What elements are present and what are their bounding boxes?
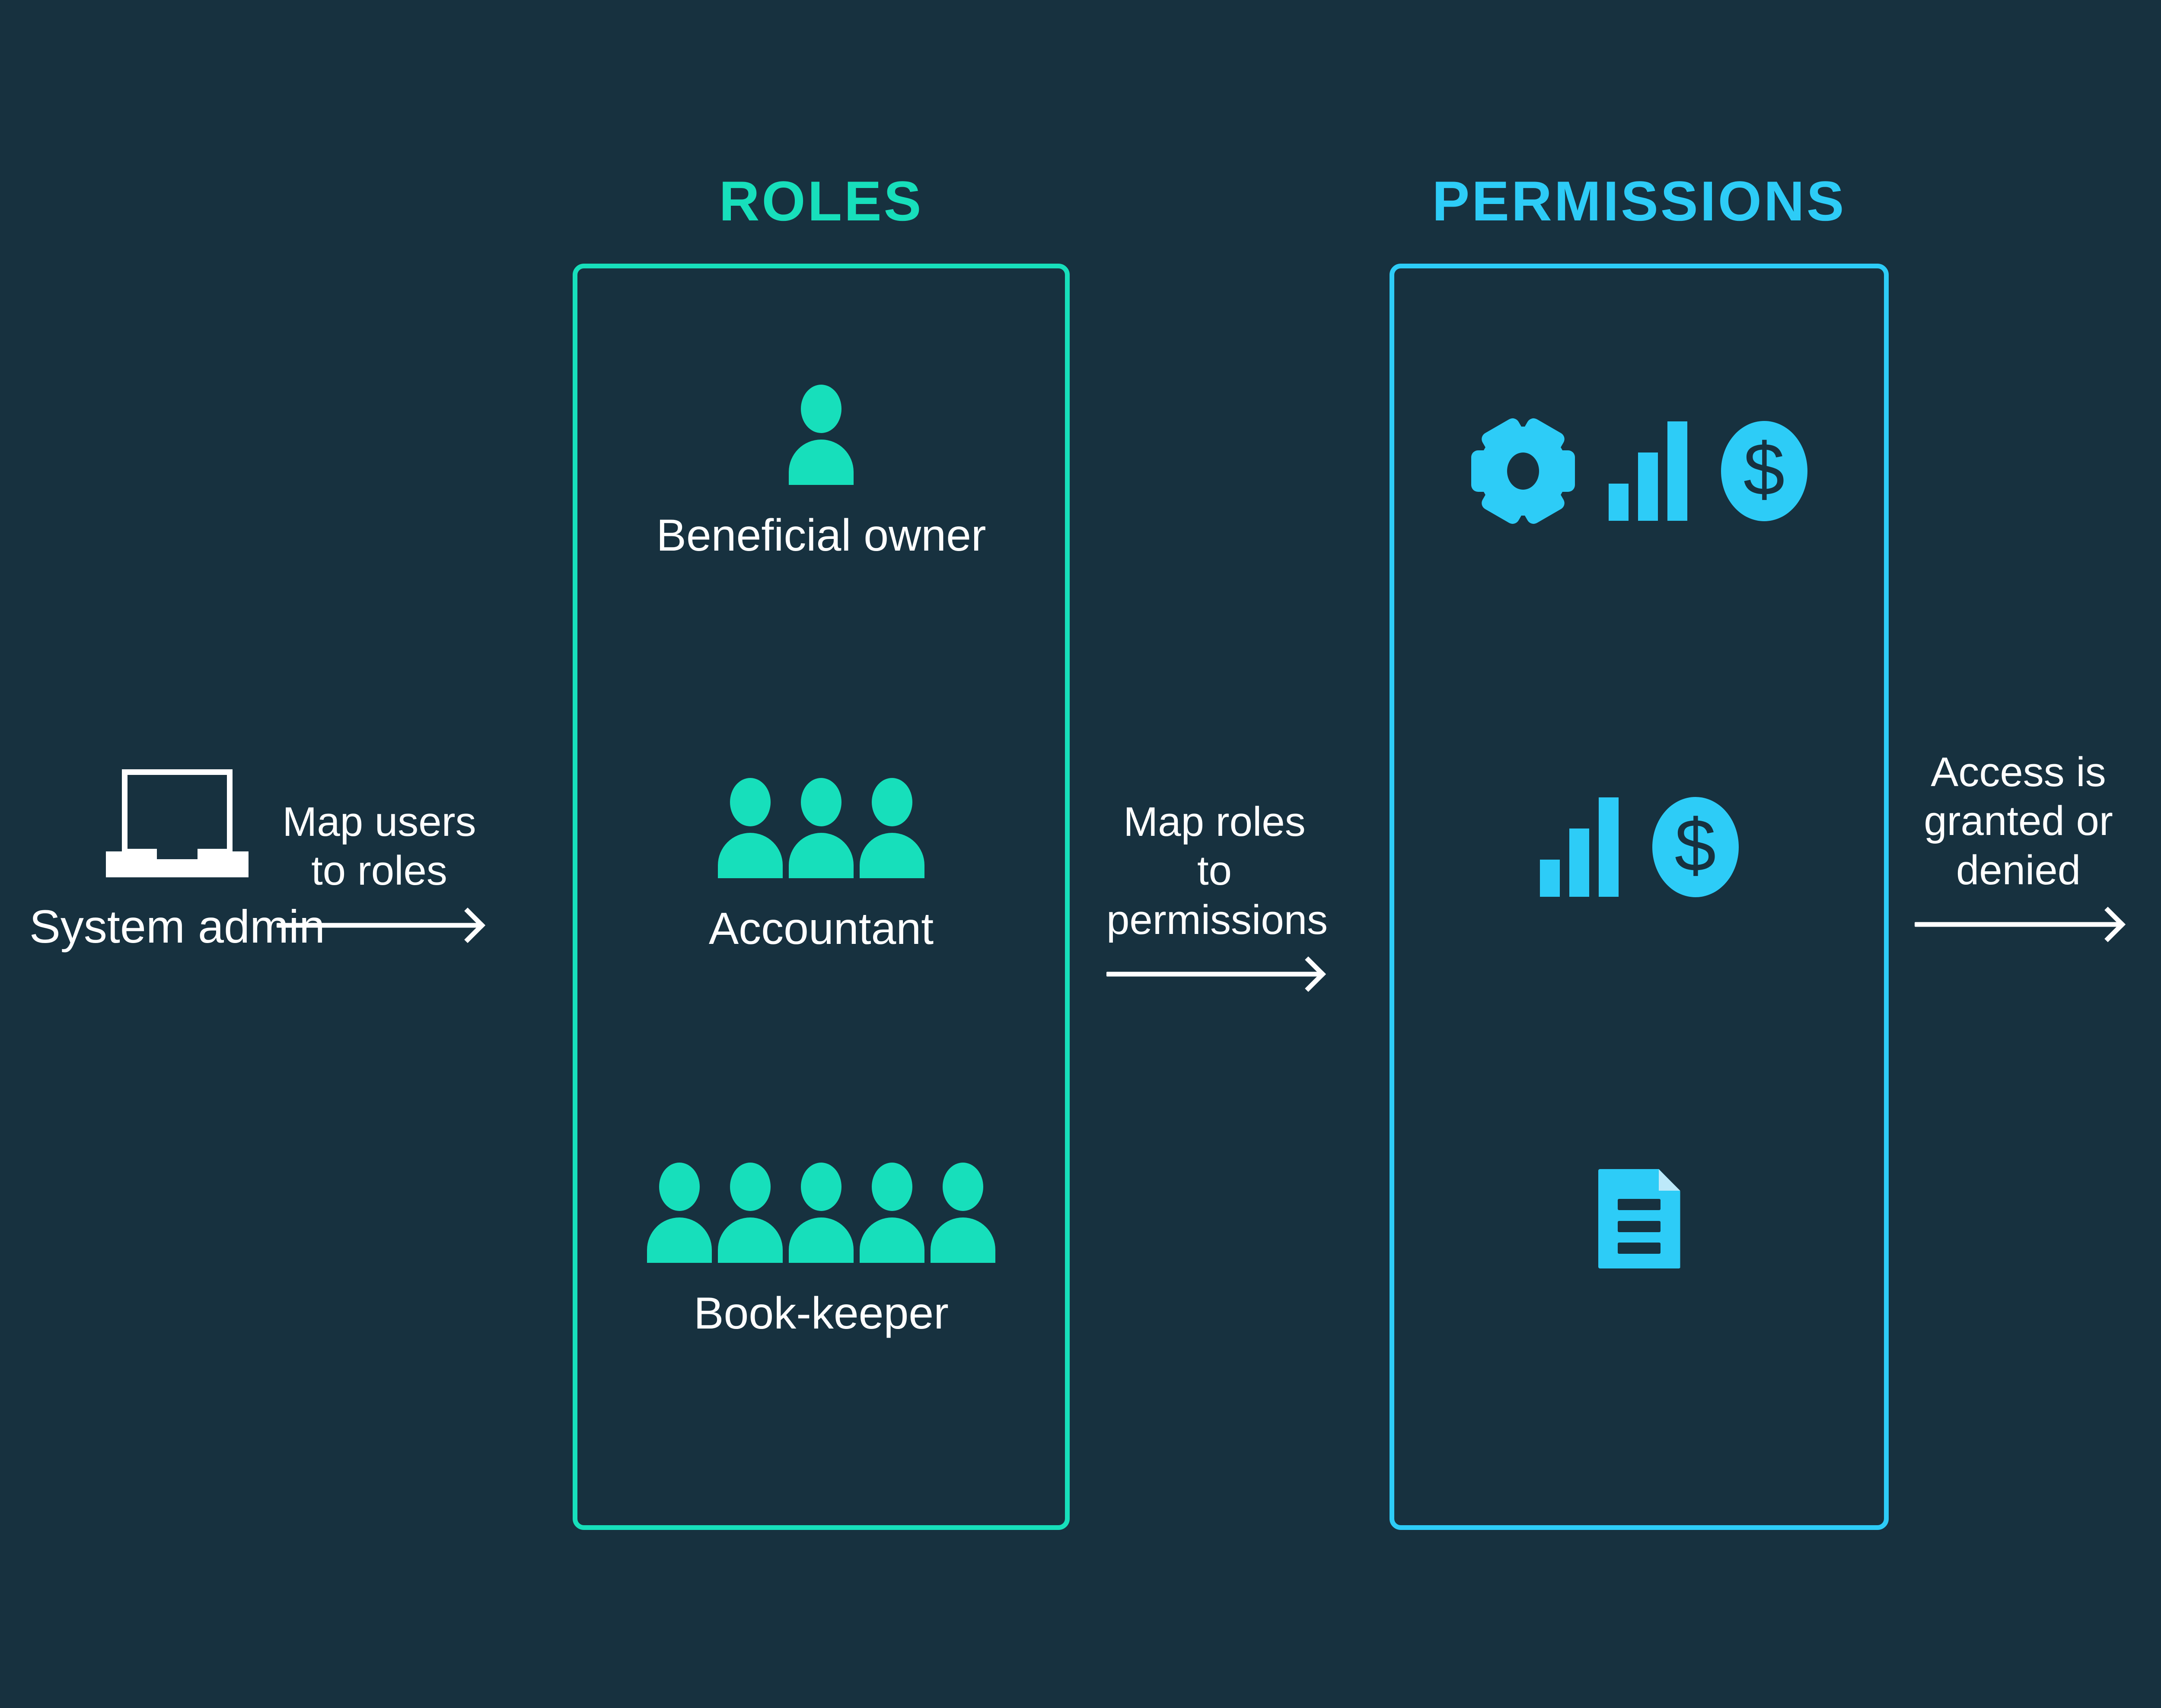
role-label: Accountant (708, 904, 934, 954)
person-head (872, 778, 912, 826)
bar-chart-icon (1539, 797, 1619, 897)
person-head (801, 778, 841, 826)
person-icon (860, 1163, 924, 1271)
person-icon (931, 1163, 995, 1271)
column-header-roles: ROLES (719, 169, 924, 233)
person-icon (860, 778, 924, 886)
person-body (718, 1217, 783, 1263)
role-item-accountant: Accountant (573, 778, 1070, 955)
person-group (573, 385, 1070, 493)
person-head (801, 385, 841, 433)
person-group (573, 1163, 1070, 1271)
bar-1 (1608, 484, 1629, 521)
column-header-permissions: PERMISSIONS (1432, 169, 1846, 233)
bar-2 (1569, 829, 1589, 897)
connector-label: Access is granted or denied (1924, 749, 2113, 893)
dollar-sign: $ (1743, 428, 1785, 511)
person-body (789, 1217, 854, 1263)
person-body (860, 833, 924, 878)
dollar-coin-icon: $ (1652, 797, 1739, 897)
permission-group-owner: $ (1390, 415, 1889, 527)
arrow-right-icon (1106, 956, 1326, 992)
roles-panel (573, 264, 1070, 1530)
permission-group-accountant: $ (1390, 791, 1889, 903)
role-item-book-keeper: Book-keeper (573, 1163, 1070, 1339)
arrow-head (449, 907, 486, 943)
person-body (789, 440, 854, 485)
bar-3 (1598, 797, 1619, 897)
bar-chart-icon (1608, 421, 1687, 521)
laptop-icon (106, 769, 249, 877)
person-head (730, 778, 771, 826)
person-body (931, 1217, 995, 1263)
person-icon (789, 385, 854, 493)
person-icon (647, 1163, 712, 1271)
person-body (789, 833, 854, 878)
role-item-beneficial-owner: Beneficial owner (573, 385, 1070, 561)
system-admin-label: System admin (29, 900, 325, 953)
connector-label: Map roles to permissions (1106, 799, 1328, 943)
system-admin-node: System admin (26, 769, 328, 953)
bar-2 (1638, 452, 1658, 521)
arrow-shaft (277, 923, 482, 928)
person-head (659, 1163, 700, 1211)
arrow-right-icon (277, 907, 486, 943)
document-icon (1598, 1169, 1680, 1268)
role-label: Beneficial owner (656, 510, 986, 561)
bar-3 (1667, 421, 1687, 521)
person-body (647, 1217, 712, 1263)
arrow-right-icon (1915, 906, 2126, 942)
document-fold (1658, 1169, 1680, 1191)
laptop-screen (122, 769, 233, 854)
connector-roles-to-permissions: Map roles to permissions (1106, 797, 1328, 992)
arrow-head (1290, 956, 1326, 992)
document-line (1618, 1243, 1661, 1254)
role-label: Book-keeper (694, 1288, 949, 1338)
person-head (943, 1163, 983, 1211)
document-line (1618, 1199, 1661, 1210)
arrow-head (2090, 906, 2126, 942)
person-icon (718, 1163, 783, 1271)
permissions-panel (1390, 264, 1889, 1530)
bar-1 (1539, 860, 1560, 897)
person-icon (789, 1163, 854, 1271)
person-head (801, 1163, 841, 1211)
person-body (860, 1217, 924, 1263)
gear-hole (1507, 452, 1539, 490)
person-head (872, 1163, 912, 1211)
dollar-sign: $ (1674, 804, 1716, 887)
gear-icon (1471, 416, 1575, 526)
arrow-shaft (1106, 972, 1323, 977)
document-line (1618, 1220, 1661, 1232)
person-icon (718, 778, 783, 886)
permission-group-book-keeper (1390, 1163, 1889, 1275)
connector-access-decision: Access is granted or denied (1915, 748, 2126, 942)
dollar-coin-icon: $ (1721, 421, 1807, 521)
person-group (573, 778, 1070, 886)
person-icon (789, 778, 854, 886)
connector-users-to-roles: Map users to roles (277, 797, 486, 943)
laptop-notch (157, 849, 198, 859)
person-body (718, 833, 783, 878)
connector-label: Map users to roles (282, 799, 476, 894)
person-head (730, 1163, 771, 1211)
arrow-shaft (1915, 922, 2122, 927)
